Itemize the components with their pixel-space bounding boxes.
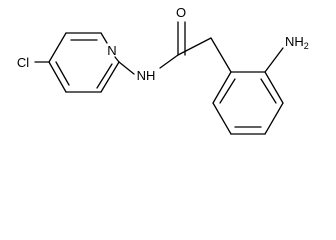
- bond: [159, 54, 179, 69]
- bond: [264, 71, 284, 104]
- bond: [264, 102, 284, 135]
- bond: [212, 71, 232, 104]
- bond: [210, 37, 232, 73]
- bond: [114, 56, 120, 63]
- molecule-drawing: O NH N Cl NH2: [17, 5, 309, 135]
- bond: [264, 47, 284, 73]
- atom-label-chlorine: Cl: [17, 55, 29, 70]
- bond: [96, 63, 113, 89]
- bond: [100, 32, 108, 44]
- pyridine-ring: [34, 32, 120, 93]
- bond: [48, 32, 67, 63]
- bond: [212, 102, 232, 135]
- structure-diagram: O NH N Cl NH2: [17, 5, 309, 135]
- amine-subscript: 2: [304, 41, 309, 51]
- atom-label-pyridine-nitrogen: N: [107, 43, 116, 58]
- atom-label-amide-nitrogen: NH: [137, 68, 156, 83]
- bond: [177, 37, 212, 56]
- bond: [55, 61, 70, 86]
- bond: [219, 78, 236, 104]
- bond: [100, 61, 120, 93]
- atom-label-amine: NH2: [285, 34, 309, 51]
- atom-label-oxygen: O: [176, 5, 186, 20]
- amine-text: NH: [285, 34, 304, 49]
- benzene-ring: [212, 47, 284, 135]
- bond: [48, 61, 67, 93]
- bond: [260, 78, 277, 104]
- bond: [118, 61, 135, 75]
- amide-linker: [118, 21, 232, 75]
